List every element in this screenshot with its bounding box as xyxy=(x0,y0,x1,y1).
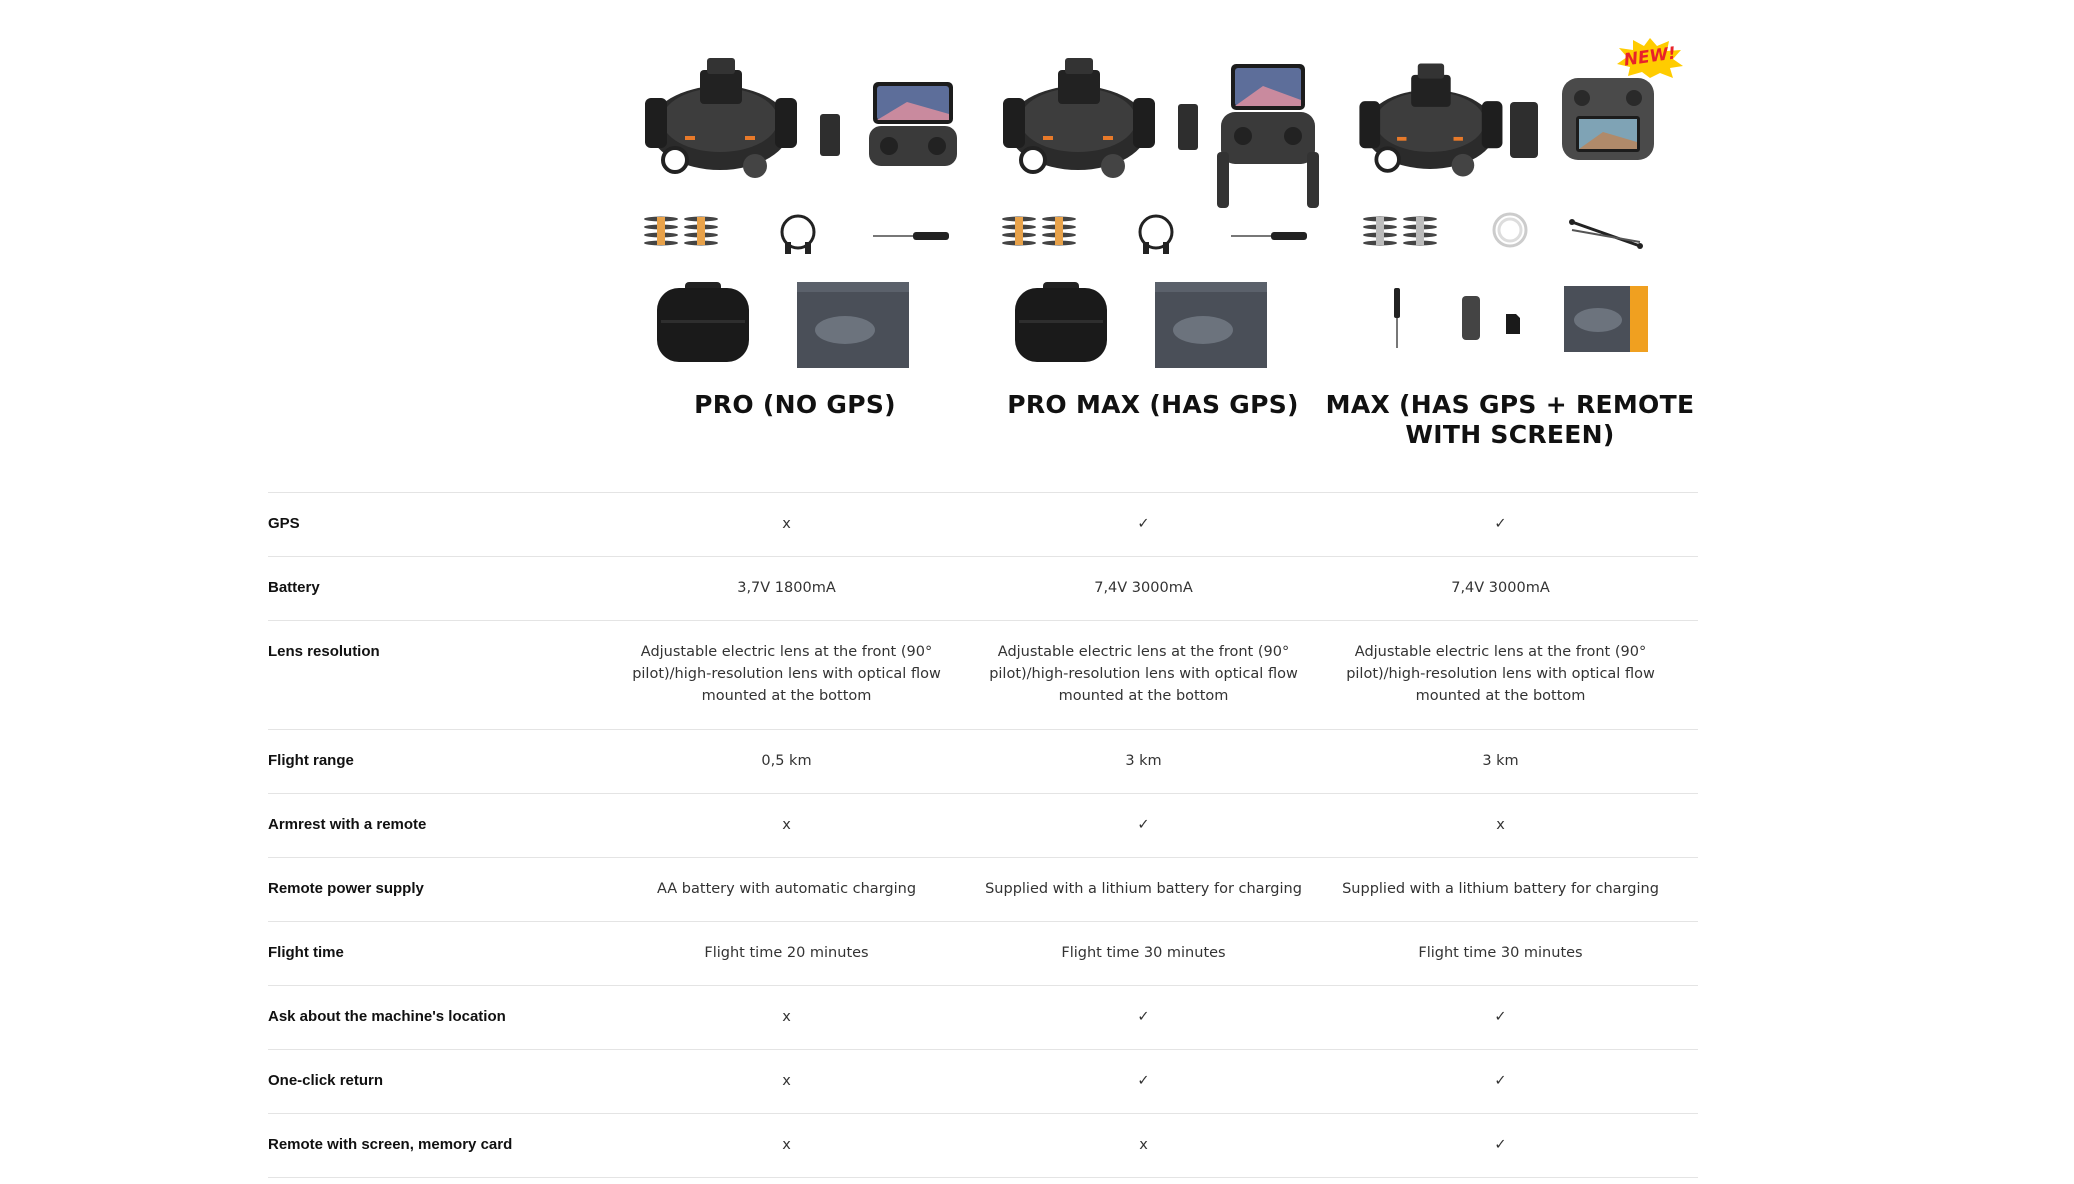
screwdriver-icon xyxy=(1394,288,1400,348)
row-value-pro: 3,7V 1800mA xyxy=(737,580,836,596)
white-cable-icon xyxy=(1492,212,1528,248)
row-value-pro: x xyxy=(782,817,791,833)
product-bundle-image xyxy=(983,30,1323,370)
row-value-pro: Flight time 20 minutes xyxy=(704,945,869,961)
row-value-pro: AA battery with automatic charging xyxy=(656,881,917,897)
product-bundle-image xyxy=(625,30,965,370)
drone-icon xyxy=(1359,63,1503,177)
remote-with-screen-icon xyxy=(1562,78,1654,160)
cable-set-icon xyxy=(1569,219,1643,249)
row-value-pro-max: ✓ xyxy=(1137,1009,1150,1025)
row-label: Flight time xyxy=(268,944,344,961)
carry-case-icon xyxy=(1015,282,1107,362)
drone-icon xyxy=(1003,58,1155,178)
row-label: Armrest with a remote xyxy=(268,816,427,833)
row-value-max: Flight time 30 minutes xyxy=(1418,945,1583,961)
product-title: PRO MAX (HAS GPS) xyxy=(1007,390,1299,419)
starburst-icon xyxy=(1617,38,1683,78)
row-value-max: ✓ xyxy=(1494,516,1507,532)
remote-controller-icon xyxy=(869,82,957,166)
product-bundle-image: NEW! xyxy=(1340,30,1683,370)
product-header: PRO (NO GPS) xyxy=(0,0,2074,480)
table-row-gps: GPS x ✓ ✓ xyxy=(268,492,1698,556)
memory-card-icon xyxy=(1506,314,1520,334)
new-badge: NEW! xyxy=(1615,38,1685,78)
row-label: Lens resolution xyxy=(268,643,380,660)
product-title: MAX (HAS GPS + REMOTE WITH SCREEN) xyxy=(1325,390,1695,449)
row-label: Flight range xyxy=(268,752,354,769)
row-value-pro: x xyxy=(782,1073,791,1089)
table-row-remote-screen: Remote with screen, memory card x x ✓ xyxy=(268,1113,1698,1178)
usb-cable-icon xyxy=(1138,214,1174,254)
row-value-pro-max: ✓ xyxy=(1137,817,1150,833)
product-column-max: NEW! xyxy=(1326,30,1694,470)
row-value-pro-max: Supplied with a lithium battery for char… xyxy=(985,881,1302,897)
row-value-max: Supplied with a lithium battery for char… xyxy=(1342,881,1659,897)
screwdriver-icon xyxy=(873,232,949,240)
row-value-max: ✓ xyxy=(1494,1073,1507,1089)
row-label: Remote with screen, memory card xyxy=(268,1136,513,1153)
remote-controller-icon xyxy=(1217,64,1319,208)
table-row-location: Ask about the machine's location x ✓ ✓ xyxy=(268,985,1698,1049)
table-row-lens-resolution: Lens resolution Adjustable electric lens… xyxy=(268,620,1698,729)
row-value-pro-max: Flight time 30 minutes xyxy=(1061,945,1226,961)
table-row-armrest: Armrest with a remote x ✓ x xyxy=(268,793,1698,857)
screwdriver-icon xyxy=(1231,232,1307,240)
product-column-pro-max: PRO MAX (HAS GPS) xyxy=(983,30,1323,470)
row-value-pro-max: 3 km xyxy=(1125,753,1162,769)
row-value-pro-max: x xyxy=(1139,1137,1148,1153)
product-column-pro: PRO (NO GPS) xyxy=(625,30,965,470)
retail-box-icon xyxy=(797,282,909,368)
propeller-set-icon xyxy=(1002,216,1076,246)
row-value-max: 7,4V 3000mA xyxy=(1451,580,1550,596)
row-value-pro-max: 7,4V 3000mA xyxy=(1094,580,1193,596)
comparison-table: GPS x ✓ ✓ Battery 3,7V 1800mA 7,4V 3000m… xyxy=(268,492,1698,1178)
table-row-flight-range: Flight range 0,5 km 3 km 3 km xyxy=(268,729,1698,793)
row-value-pro-max: ✓ xyxy=(1137,1073,1150,1089)
row-value-pro: x xyxy=(782,516,791,532)
row-value-pro: x xyxy=(782,1137,791,1153)
drone-icon xyxy=(645,58,797,178)
row-value-max: ✓ xyxy=(1494,1137,1507,1153)
row-value-max: x xyxy=(1496,817,1505,833)
row-value-pro: x xyxy=(782,1009,791,1025)
row-value-pro: Adjustable electric lens at the front (9… xyxy=(632,644,941,704)
retail-box-icon xyxy=(1564,286,1648,352)
table-row-flight-time: Flight time Flight time 20 minutes Fligh… xyxy=(268,921,1698,985)
battery-icon xyxy=(820,114,840,156)
row-value-pro: 0,5 km xyxy=(761,753,812,769)
row-label: Battery xyxy=(268,579,320,596)
propeller-set-icon xyxy=(644,216,718,246)
card-reader-icon xyxy=(1462,296,1480,340)
row-value-pro-max: Adjustable electric lens at the front (9… xyxy=(989,644,1298,704)
retail-box-icon xyxy=(1155,282,1267,368)
propeller-set-icon xyxy=(1363,216,1437,246)
product-title: PRO (NO GPS) xyxy=(694,390,896,419)
row-label: Ask about the machine's location xyxy=(268,1008,506,1025)
carry-case-icon xyxy=(657,282,749,362)
row-value-max: 3 km xyxy=(1482,753,1519,769)
row-value-pro-max: ✓ xyxy=(1137,516,1150,532)
row-label: Remote power supply xyxy=(268,880,424,897)
battery-icon xyxy=(1510,102,1538,158)
battery-icon xyxy=(1178,104,1198,150)
row-label: One-click return xyxy=(268,1072,384,1089)
table-row-one-click-return: One-click return x ✓ ✓ xyxy=(268,1049,1698,1113)
row-label: GPS xyxy=(268,515,300,532)
row-value-max: ✓ xyxy=(1494,1009,1507,1025)
row-value-max: Adjustable electric lens at the front (9… xyxy=(1346,644,1655,704)
table-row-remote-power: Remote power supply AA battery with auto… xyxy=(268,857,1698,921)
table-row-battery: Battery 3,7V 1800mA 7,4V 3000mA 7,4V 300… xyxy=(268,556,1698,620)
usb-cable-icon xyxy=(780,214,816,254)
